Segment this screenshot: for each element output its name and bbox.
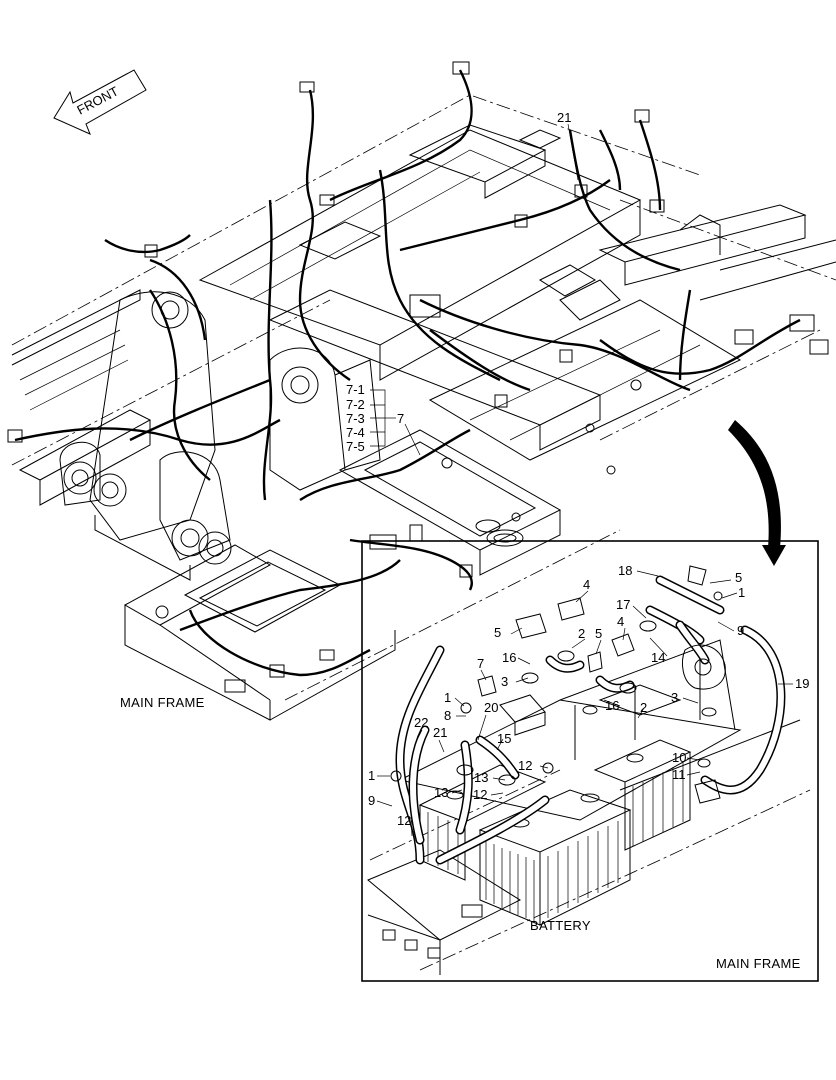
battery-front [478,789,632,926]
callout-21-main: 21 [557,110,571,125]
callout-5-a: 5 [735,570,742,585]
battery-detail-view [361,540,819,982]
callout-15: 15 [497,731,511,746]
callout-2-b: 2 [640,700,647,715]
callout-4-a: 4 [583,577,590,592]
battery-right [593,739,692,851]
callout-12-b: 12 [473,787,487,802]
front-label: FRONT [74,83,121,117]
callout-21-detail: 21 [433,725,447,740]
callout-7-detail: 7 [477,656,484,671]
callout-5-c: 5 [595,626,602,641]
callout-11: 11 [672,767,686,782]
callout-12-a: 12 [518,758,532,773]
wiring-harness [7,61,829,678]
callout-12-c: 12 [397,813,411,828]
battery-caption: BATTERY [530,918,591,933]
callout-10: 10 [672,750,686,765]
callout-19: 19 [795,676,809,691]
callout-2-a: 2 [578,626,585,641]
callout-18: 18 [618,563,632,578]
callout-1-c: 1 [368,768,375,783]
callout-13-a: 13 [474,770,488,785]
main-view-leaders [370,123,579,456]
callout-3-b: 3 [671,690,678,705]
callout-22: 22 [414,715,428,730]
callout-14: 14 [651,650,665,665]
detail-pointer-arrow [728,420,786,566]
callout-20: 20 [484,700,498,715]
callout-7-3: 7-3 [346,411,365,426]
main-frame-drawing [11,94,836,721]
detail-frame [361,540,819,982]
callout-16-b: 16 [605,698,619,713]
callout-4-b: 4 [617,614,624,629]
detail-main-frame-caption: MAIN FRAME [716,956,801,971]
callout-1-b: 1 [444,690,451,705]
callout-7-2: 7-2 [346,397,365,412]
callout-7-1: 7-1 [346,382,365,397]
callout-17: 17 [616,597,630,612]
callout-13-b: 13 [434,785,448,800]
callout-7-4: 7-4 [346,425,365,440]
callout-8: 8 [444,708,451,723]
detail-view-leaders [376,570,793,837]
callout-16-a: 16 [502,650,516,665]
front-direction-arrow: FRONT [53,69,147,135]
main-frame-caption: MAIN FRAME [120,695,205,710]
callout-7-main: 7 [397,411,404,426]
callout-5-b: 5 [494,625,501,640]
callout-9-b: 9 [368,793,375,808]
callout-7-5: 7-5 [346,439,365,454]
callout-1-a: 1 [738,585,745,600]
callout-3-a: 3 [501,674,508,689]
callout-9-a: 9 [737,623,744,638]
